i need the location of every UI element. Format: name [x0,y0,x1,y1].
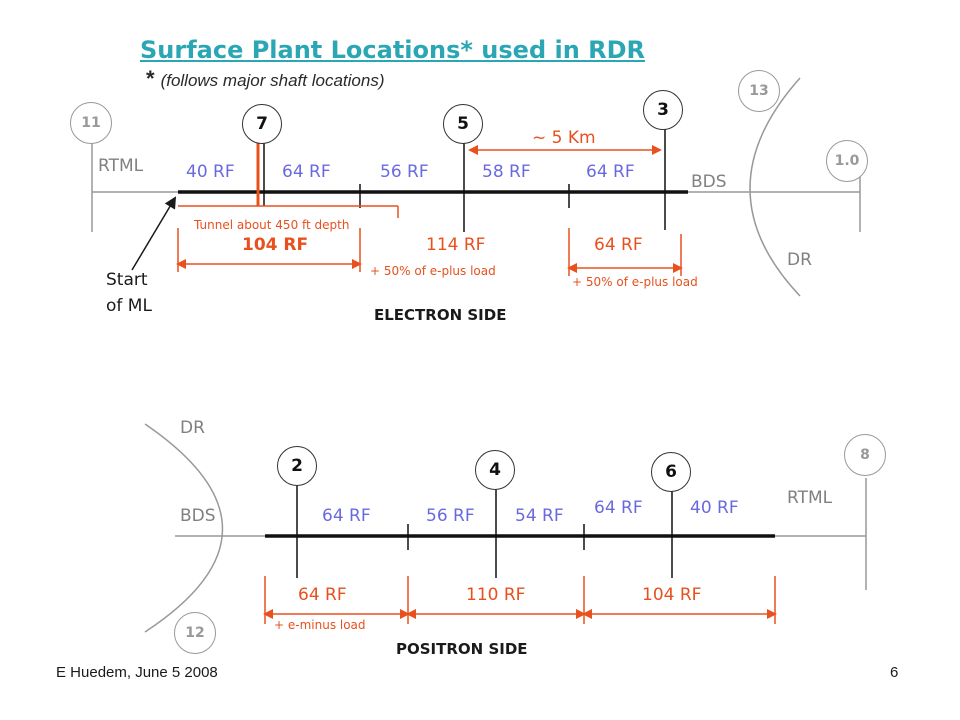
positron-rf-3: 54 RF [515,506,564,526]
positron-rf-5: 40 RF [690,498,739,518]
electron-group-1-label: 104 RF [242,235,309,255]
positron-rtml-label: RTML [787,488,833,508]
electron-rf-2: 64 RF [282,162,331,182]
positron-bds-label: BDS [180,506,216,526]
electron-rf-5: 64 RF [586,162,635,182]
electron-rf-4: 58 RF [482,162,531,182]
start-of-ml-line1: Start [106,270,148,290]
electron-rtml-label: RTML [98,156,144,176]
shaft-4-circle: 4 [475,450,515,490]
positron-rf-1: 64 RF [322,506,371,526]
positron-side-label: POSITRON SIDE [396,640,528,658]
shaft-5-circle: 5 [443,104,483,144]
subtitle-star: * [146,66,155,91]
electron-rf-1: 40 RF [186,162,235,182]
positron-group-1-note: + e-minus load [274,618,366,632]
tunnel-note: Tunnel about 450 ft depth [194,218,350,232]
shaft-6-circle: 6 [651,452,691,492]
circle-11: 11 [70,102,112,144]
electron-group-2-label: 114 RF [426,235,486,255]
positron-group-3-label: 104 RF [642,585,702,605]
positron-dr-arc [144,423,224,633]
shaft-3-circle: 3 [643,90,683,130]
electron-dr-label: DR [787,250,812,270]
electron-group-3-note: + 50% of e-plus load [572,275,698,289]
circle-12: 12 [174,612,216,654]
electron-group-3-label: 64 RF [594,235,643,255]
distance-label: ~ 5 Km [532,128,596,148]
electron-rf-3: 56 RF [380,162,429,182]
circle-13: 13 [738,70,780,112]
positron-group-1-label: 64 RF [298,585,347,605]
start-of-ml-arrow [131,196,177,271]
positron-rf-4: 64 RF [594,498,643,518]
footer-page-number: 6 [890,664,899,681]
footer-author-date: E Huedem, June 5 2008 [56,664,218,681]
positron-rf-2: 56 RF [426,506,475,526]
electron-bds-label: BDS [691,172,727,192]
electron-dr-arc [749,77,801,297]
circle-1.0: 1.0 [826,140,868,182]
subtitle-text: (follows major shaft locations) [160,71,385,90]
shaft-2-circle: 2 [277,446,317,486]
page-title: Surface Plant Locations* used in RDR [140,36,646,64]
start-of-ml-line2: of ML [106,296,152,316]
electron-side-label: ELECTRON SIDE [374,306,507,324]
page-subtitle: * (follows major shaft locations) [146,66,384,92]
positron-group-2-label: 110 RF [466,585,526,605]
shaft-7-circle: 7 [242,104,282,144]
positron-dr-label: DR [180,418,205,438]
circle-8: 8 [844,434,886,476]
electron-group-2-note: + 50% of e-plus load [370,264,496,278]
